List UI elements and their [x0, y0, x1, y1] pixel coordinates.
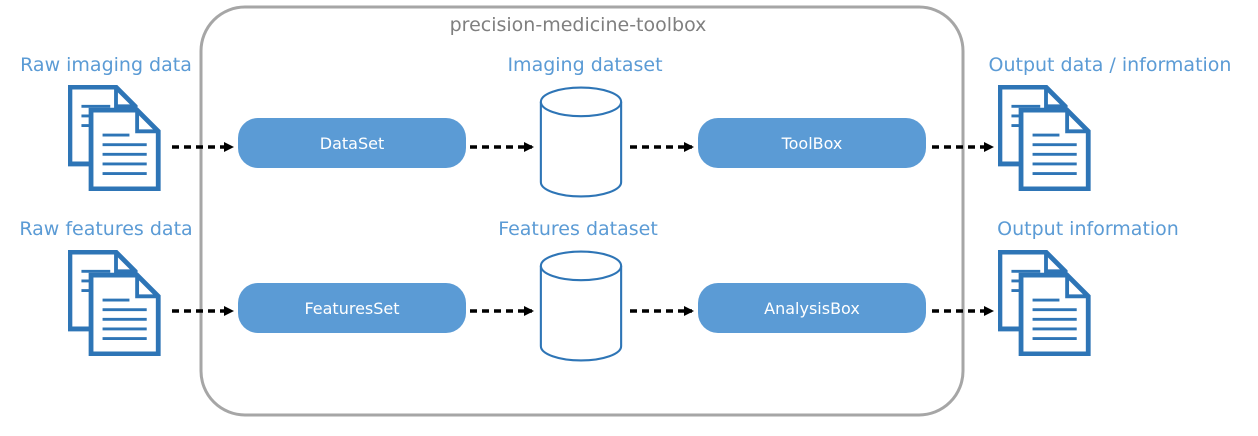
output-information-label: Output information: [997, 218, 1179, 240]
dataset-process[interactable]: DataSet: [238, 118, 466, 168]
imaging-dataset-database-icon: [539, 86, 623, 198]
output-information-document-icon: [1000, 252, 1088, 354]
imaging-dataset-label: Imaging dataset: [507, 54, 662, 76]
featuresset-process[interactable]: FeaturesSet: [238, 283, 466, 333]
output-data-document-icon: [1000, 87, 1088, 189]
features-dataset-label: Features dataset: [498, 218, 658, 240]
raw-features-data-label: Raw features data: [19, 218, 192, 240]
toolbox-process-label: ToolBox: [781, 134, 843, 153]
raw-imaging-document-icon: [70, 87, 158, 189]
analysisbox-process[interactable]: AnalysisBox: [698, 283, 926, 333]
analysisbox-process-label: AnalysisBox: [764, 299, 860, 318]
raw-imaging-data-label: Raw imaging data: [20, 54, 192, 76]
raw-features-document-icon: [70, 252, 158, 354]
features-dataset-database-icon: [539, 250, 623, 362]
featuresset-process-label: FeaturesSet: [304, 299, 399, 318]
container-title: precision-medicine-toolbox: [450, 14, 707, 36]
toolbox-process[interactable]: ToolBox: [698, 118, 926, 168]
dataset-process-label: DataSet: [320, 134, 384, 153]
output-data-information-label: Output data / information: [989, 54, 1232, 76]
